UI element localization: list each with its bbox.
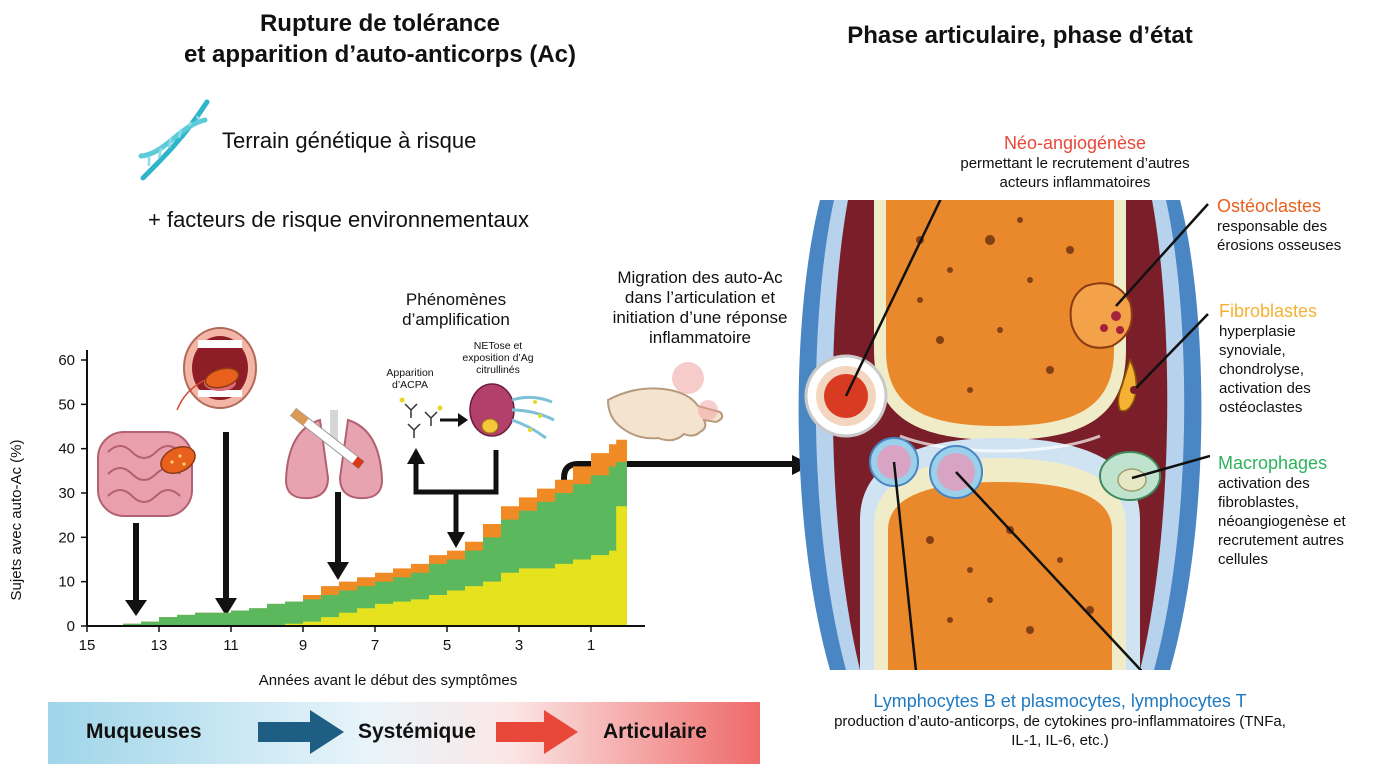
fibro-desc2: synoviale, — [1219, 342, 1286, 359]
chart-x-tick-label: 15 — [79, 637, 96, 654]
migration-line4: inflammatoire — [648, 328, 752, 347]
chart-x-tick-label: 5 — [443, 637, 451, 654]
bone-pores — [916, 217, 1094, 634]
migration-arrow-icon — [561, 461, 796, 528]
timeline-bar — [48, 702, 760, 764]
left-title-line1: Rupture de tolérance — [259, 10, 501, 37]
amplification-line2: d’amplification — [402, 310, 510, 329]
intestine-icon — [97, 431, 196, 517]
migration-line2: dans l’articulation et — [624, 288, 776, 307]
fibro-desc3: chondrolyse, — [1219, 361, 1305, 378]
arrow-lungs-icon — [327, 492, 349, 580]
migration-line3: initiation d’une réponse — [612, 308, 788, 327]
netose-label: NETose et exposition d’Ag citrullinés — [450, 340, 546, 376]
chart-x-axis-label: Années avant le début des symptômes — [259, 672, 518, 689]
joint-pointer-lines — [844, 200, 1210, 670]
chart-y-tick-label: 0 — [67, 618, 75, 635]
netose-line3: citrullinés — [476, 364, 520, 376]
left-title-line2: et apparition d’auto-anticorps (Ac) — [183, 41, 576, 68]
acpa-icon — [399, 397, 443, 438]
osteo-title: Ostéoclastes — [1217, 196, 1322, 216]
arrow-intestine-icon — [125, 523, 147, 616]
environment-risk-label: + facteurs de risque environnementaux — [148, 207, 529, 232]
chart-x-tick-label: 13 — [151, 637, 168, 654]
neo-title: Néo-angiogénèse — [1003, 133, 1147, 153]
chart-y-tick-label: 20 — [58, 529, 75, 546]
dna-icon — [138, 99, 210, 181]
lympho-desc1: production d’auto-anticorps, de cytokine… — [834, 713, 1286, 730]
lympho-title: Lymphocytes B et plasmocytes, lymphocyte… — [873, 691, 1247, 711]
osteo-desc1: responsable des — [1217, 218, 1328, 235]
osteoclast-annotation: Ostéoclastes responsable des érosions os… — [1217, 195, 1341, 255]
neo-angiogenesis-annotation: Néo-angiogénèse permettant le recrutemen… — [925, 133, 1225, 192]
right-title: Phase articulaire, phase d’état — [847, 22, 1193, 49]
lympho-desc2: IL-1, IL-6, etc.) — [1011, 732, 1109, 749]
macro-desc4: recrutement autres — [1218, 532, 1344, 549]
lymphocyte-annotation: Lymphocytes B et plasmocytes, lymphocyte… — [800, 690, 1320, 750]
amplification-label: Phénomènes d’amplification — [376, 290, 536, 330]
mouth-icon — [176, 327, 257, 411]
chart-x-tick-label: 11 — [223, 637, 239, 654]
migration-line1: Migration des auto-Ac — [617, 268, 783, 287]
fibro-desc5: ostéoclastes — [1219, 399, 1303, 416]
timeline-stage-systemic: Systémique — [358, 720, 476, 743]
neo-desc2: acteurs inflammatoires — [999, 174, 1151, 191]
macro-desc2: fibroblastes, — [1218, 494, 1299, 511]
osteoclast-cell — [1069, 282, 1133, 349]
netose-line1: NETose et — [473, 340, 523, 352]
timeline-arrow-red-icon — [496, 710, 578, 754]
fibro-desc1: hyperplasie — [1219, 323, 1296, 340]
area-series-yellow — [123, 506, 627, 626]
chart-x-tick-label: 1 — [587, 637, 595, 654]
left-illustrations — [97, 327, 800, 616]
arrow-mouth-icon — [215, 432, 237, 616]
macrophage-annotation: Macrophages activation des fibroblastes,… — [1218, 452, 1346, 569]
macro-desc1: activation des — [1218, 475, 1310, 492]
chart-y-tick-label: 10 — [58, 574, 75, 591]
hand-icon — [606, 362, 724, 442]
netose-cell-icon — [469, 383, 555, 440]
joint-illustration — [798, 200, 1210, 670]
chart-y-tick-label: 60 — [58, 352, 75, 369]
amplification-line1: Phénomènes — [405, 290, 507, 309]
chart-x-tick-label: 3 — [515, 637, 523, 654]
acpa-line1: Apparition — [386, 367, 434, 379]
acpa-label: Apparition d’ACPA — [380, 367, 440, 391]
osteo-desc2: érosions osseuses — [1217, 237, 1342, 254]
chart-x-tick-label: 7 — [371, 637, 379, 654]
chart-y-tick-label: 40 — [58, 441, 75, 458]
autoantibody-chart: Sujets avec auto-Ac (%) Années avant le … — [8, 350, 645, 689]
timeline-arrow-blue-icon — [258, 710, 344, 754]
neo-desc1: permettant le recrutement d’autres — [960, 155, 1190, 172]
netose-line2: exposition d’Ag — [462, 352, 534, 364]
chart-x-tick-label: 9 — [299, 637, 307, 654]
fibro-title: Fibroblastes — [1219, 301, 1318, 321]
macro-desc3: néoangiogenèse et — [1218, 513, 1346, 530]
macro-desc5: cellules — [1218, 551, 1269, 568]
macrophage-cell — [1099, 451, 1161, 501]
chart-y-tick-label: 50 — [58, 396, 75, 413]
timeline-stage-mucosa: Muqueuses — [86, 720, 202, 743]
fibro-desc4: activation des — [1219, 380, 1311, 397]
lungs-icon — [284, 407, 384, 500]
chart-y-axis-label: Sujets avec auto-Ac (%) — [8, 440, 25, 601]
left-title: Rupture de tolérance et apparition d’aut… — [150, 8, 610, 70]
acpa-line2: d’ACPA — [392, 379, 428, 391]
migration-label: Migration des auto-Ac dans l’articulatio… — [595, 268, 805, 348]
timeline-stage-articular: Articulaire — [603, 720, 707, 743]
amplification-arrow-icon — [413, 450, 499, 536]
macro-title: Macrophages — [1218, 453, 1328, 473]
fibroblast-annotation: Fibroblastes hyperplasie synoviale, chon… — [1219, 300, 1317, 417]
genetic-risk-label: Terrain génétique à risque — [222, 128, 477, 153]
chart-y-tick-label: 30 — [58, 485, 75, 502]
